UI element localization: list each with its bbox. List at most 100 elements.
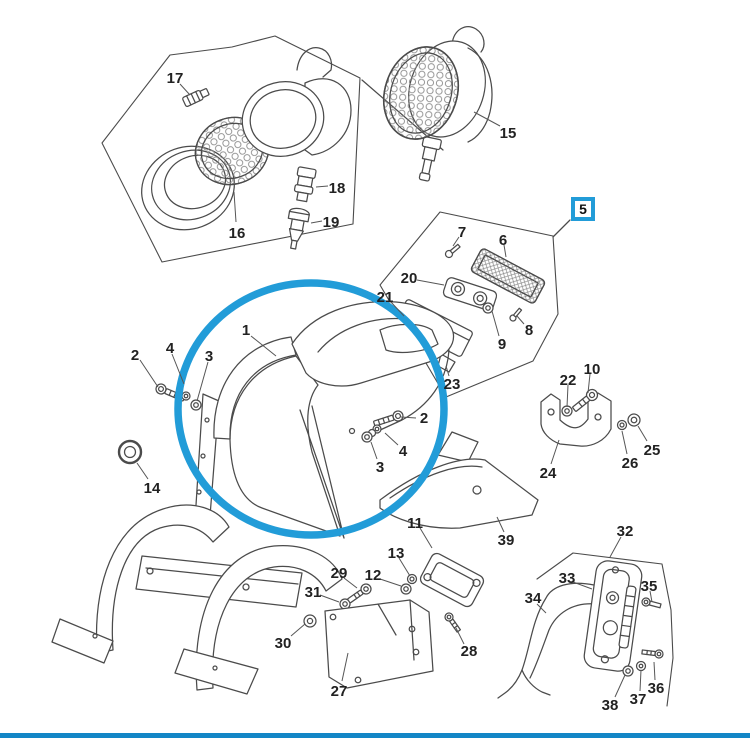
callout-3: 3 xyxy=(205,348,213,365)
leader-line-36 xyxy=(653,661,656,681)
leader-line-30 xyxy=(290,623,306,637)
nut-25 xyxy=(627,413,641,427)
callout-20: 20 xyxy=(401,270,418,287)
bracket-20 xyxy=(442,277,498,311)
leader-line-14 xyxy=(136,462,149,480)
leader-line-7 xyxy=(452,236,460,247)
leader-line-18 xyxy=(315,185,329,188)
reflector-group-boundary xyxy=(379,211,559,398)
screw-8 xyxy=(509,307,523,322)
callout-18: 18 xyxy=(329,180,346,197)
taillight-group-boundary xyxy=(536,552,674,707)
badge-leader-line xyxy=(552,219,571,238)
bolt-2-right xyxy=(373,410,404,427)
leader-line-31 xyxy=(319,594,340,603)
rear-fender-1 xyxy=(213,300,455,539)
callout-38: 38 xyxy=(602,697,619,714)
headlight-group-boundary xyxy=(101,35,361,263)
bracket-24 xyxy=(540,392,612,447)
screw-7 xyxy=(444,243,461,259)
leader-line-15 xyxy=(473,111,501,127)
leader-line-24 xyxy=(550,439,560,465)
callout-4: 4 xyxy=(166,340,175,357)
callout-1: 1 xyxy=(242,322,250,339)
callout-32: 32 xyxy=(617,523,634,540)
callout-34: 34 xyxy=(525,590,542,607)
callout-19: 19 xyxy=(323,214,340,231)
badge-face xyxy=(575,201,591,217)
leader-line-37 xyxy=(639,669,642,692)
leader-line-22 xyxy=(566,384,569,408)
headlight-shell xyxy=(241,47,352,157)
washer-13 xyxy=(406,573,418,585)
footer-divider-bar xyxy=(0,733,750,738)
nut-30 xyxy=(303,614,317,628)
bolt-29 xyxy=(347,583,372,604)
wiring-34 xyxy=(497,582,597,699)
plate-light-11 xyxy=(419,552,485,608)
leader-line-8 xyxy=(516,315,525,325)
callout-14: 14 xyxy=(144,480,161,497)
callout-3: 3 xyxy=(376,459,384,476)
callout-33: 33 xyxy=(559,570,576,587)
leader-line-6 xyxy=(503,244,507,258)
callout-37: 37 xyxy=(630,691,647,708)
nut-3-left xyxy=(190,399,202,411)
callout-28: 28 xyxy=(461,643,478,660)
bulb-socket-18 xyxy=(293,166,317,203)
callout-10: 10 xyxy=(584,361,601,378)
leader-line-9 xyxy=(491,310,500,337)
headlamp-assembly-15 xyxy=(383,26,493,182)
leader-line-3 xyxy=(370,441,378,460)
plate-bracket-27 xyxy=(324,599,434,689)
leader-line-28 xyxy=(455,627,465,645)
leader-line-26 xyxy=(621,430,628,455)
leader-line-10 xyxy=(587,373,591,394)
callout-9: 9 xyxy=(498,336,506,353)
highlight-circle xyxy=(174,279,448,539)
callout-11: 11 xyxy=(407,515,423,532)
callout-25: 25 xyxy=(644,442,661,459)
washer-4-left xyxy=(181,391,191,401)
fender-support-frame xyxy=(51,504,343,695)
callout-30: 30 xyxy=(275,635,292,652)
bulb-holder-17 xyxy=(182,88,210,107)
tab-23 xyxy=(437,353,456,373)
callout-15: 15 xyxy=(500,125,517,142)
screw-36 xyxy=(641,649,664,659)
leader-line-32 xyxy=(609,536,622,558)
callout-16: 16 xyxy=(229,225,246,242)
leader-line-17 xyxy=(179,83,191,96)
leader-line-4 xyxy=(171,353,185,385)
washer-26 xyxy=(616,419,628,431)
callout-22: 22 xyxy=(560,372,577,389)
leader-line-13 xyxy=(398,557,411,577)
nut-12 xyxy=(400,583,412,595)
screw-35 xyxy=(641,597,662,609)
taillight-33 xyxy=(583,560,643,672)
leader-line-11 xyxy=(419,527,433,549)
callout-36: 36 xyxy=(648,680,665,697)
leader-line-3 xyxy=(196,361,209,402)
item-5-badge[interactable]: 5 xyxy=(571,197,595,221)
callout-2: 2 xyxy=(131,347,139,364)
callout-2: 2 xyxy=(420,410,428,427)
callout-35: 35 xyxy=(641,578,658,595)
leader-line-2 xyxy=(400,416,417,419)
leader-line-16 xyxy=(233,191,237,223)
callout-23: 23 xyxy=(444,376,461,393)
callout-6: 6 xyxy=(499,232,507,249)
washer-37 xyxy=(635,660,647,672)
callout-12: 12 xyxy=(365,567,382,584)
leader-line-29 xyxy=(343,577,358,589)
leader-line-4 xyxy=(384,432,399,446)
callout-27: 27 xyxy=(331,683,348,700)
leader-line-33 xyxy=(572,581,593,590)
leader-line-34 xyxy=(536,603,547,614)
callout-7: 7 xyxy=(458,224,466,241)
callout-17: 17 xyxy=(167,70,184,87)
reflector-6 xyxy=(470,248,546,304)
callout-39: 39 xyxy=(498,532,515,549)
leader-line-2 xyxy=(139,359,159,388)
